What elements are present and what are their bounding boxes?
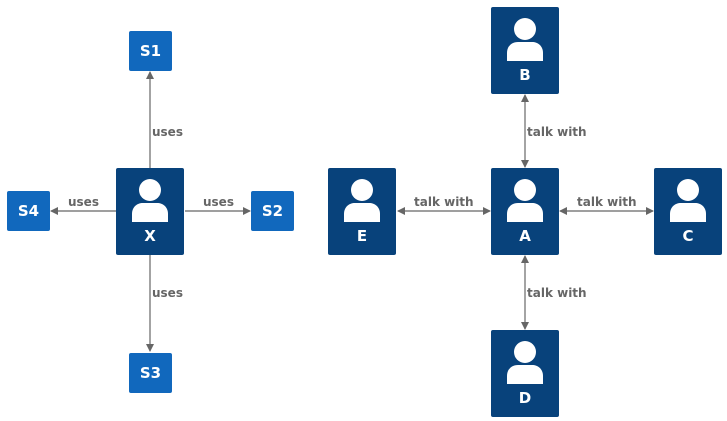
person-a-label: A	[519, 227, 531, 245]
system-s3-label: S3	[139, 364, 162, 382]
person-c-label: C	[682, 227, 694, 245]
edge-label-x-s2: uses	[203, 195, 234, 209]
person-d[interactable]: D	[491, 330, 559, 417]
edge-label-a-c: talk with	[577, 195, 637, 209]
system-s1[interactable]: S1	[129, 31, 172, 71]
person-icon	[507, 18, 543, 61]
system-s4-label: S4	[17, 202, 40, 220]
edge-label-a-d: talk with	[527, 286, 587, 300]
person-d-label: D	[518, 389, 532, 407]
person-x-label: X	[144, 227, 156, 245]
person-icon	[132, 179, 168, 222]
system-s4[interactable]: S4	[7, 191, 50, 231]
person-b[interactable]: B	[491, 7, 559, 94]
system-s3[interactable]: S3	[129, 353, 172, 393]
person-icon	[344, 179, 380, 222]
edge-label-x-s1: uses	[152, 125, 183, 139]
system-s2-label: S2	[261, 202, 284, 220]
person-c[interactable]: C	[654, 168, 722, 255]
person-a[interactable]: A	[491, 168, 559, 255]
edge-label-x-s4: uses	[68, 195, 99, 209]
person-icon	[507, 179, 543, 222]
edge-label-x-s3: uses	[152, 286, 183, 300]
system-s1-label: S1	[139, 42, 162, 60]
person-icon	[507, 341, 543, 384]
system-s2[interactable]: S2	[251, 191, 294, 231]
edge-label-a-b: talk with	[527, 125, 587, 139]
person-b-label: B	[519, 66, 531, 84]
person-e[interactable]: E	[328, 168, 396, 255]
edge-label-a-e: talk with	[414, 195, 474, 209]
person-icon	[670, 179, 706, 222]
person-e-label: E	[356, 227, 368, 245]
person-x[interactable]: X	[116, 168, 184, 255]
